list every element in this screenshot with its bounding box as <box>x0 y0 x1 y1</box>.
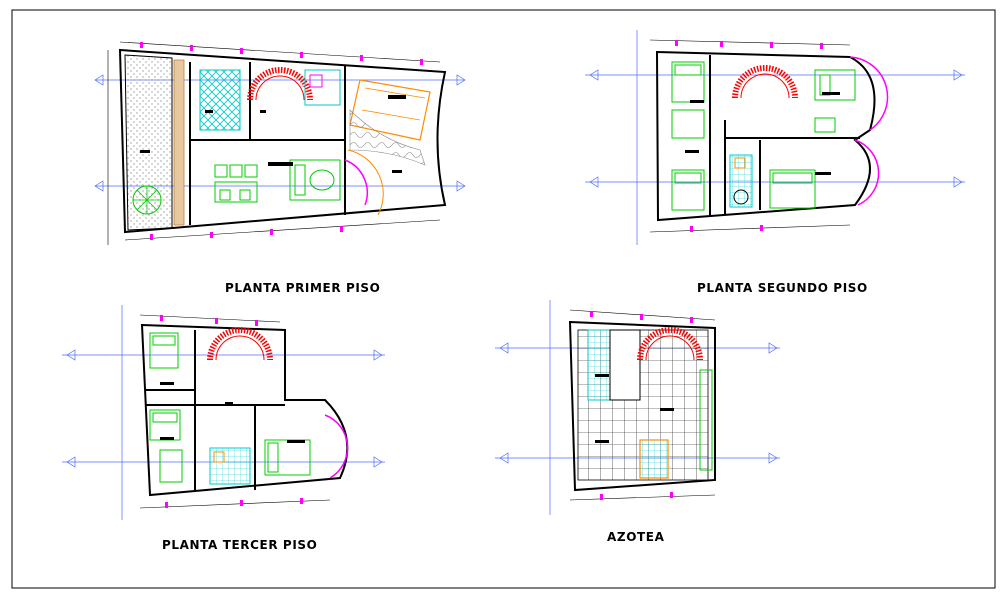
plan-title-3: PLANTA TERCER PISO <box>162 538 317 552</box>
plan-title-4: AZOTEA <box>607 530 665 544</box>
plan-title-1: PLANTA PRIMER PISO <box>225 281 380 295</box>
plan-primer-piso <box>94 41 466 245</box>
sheet-border <box>11 9 996 589</box>
plan-azotea <box>495 300 780 515</box>
plan-tercer-piso <box>62 305 385 520</box>
plan-segundo-piso <box>585 30 965 245</box>
plan-title-2: PLANTA SEGUNDO PISO <box>697 281 868 295</box>
